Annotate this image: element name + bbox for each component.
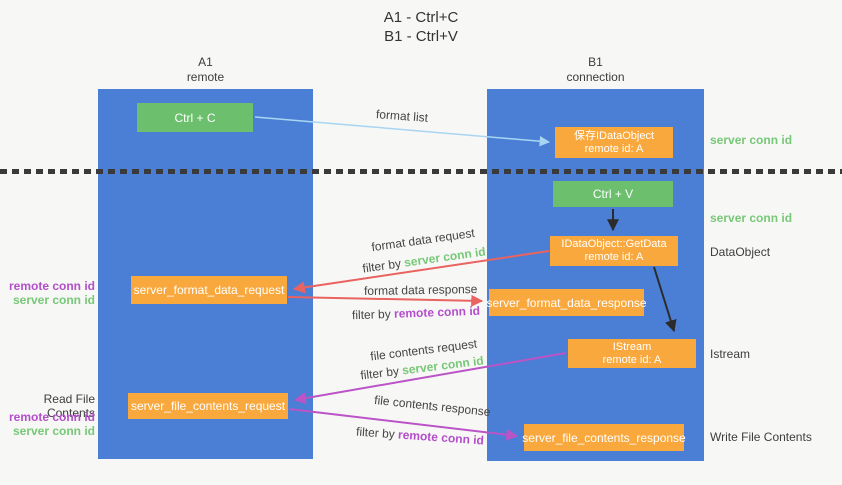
ctrl-v-box: Ctrl + V (553, 181, 673, 207)
idataobject-getdata-line2: remote id: A (584, 251, 644, 263)
title-line-1: A1 - Ctrl+C (383, 9, 459, 26)
right-column-header: B1 connection (487, 55, 704, 85)
server-format-data-response-box: server_format_data_response (486, 289, 647, 316)
ctrl-c-label: Ctrl + C (174, 110, 216, 125)
format-server-conn-id-label: server conn id (12, 293, 95, 307)
server-file-contents-request-label: server_file_contents_request (130, 399, 286, 413)
istream-line1: IStream (612, 340, 652, 353)
server-conn-id-top-label: server conn id (710, 133, 793, 147)
save-idataobject-line1: 保存IDataObject (573, 129, 655, 142)
filter-by-text: filter by (355, 424, 399, 442)
left-column-header: A1 remote (98, 55, 313, 85)
remote-conn-id-text: remote conn id (393, 303, 481, 321)
idataobject-getdata-box: IDataObject::GetData remote id: A (550, 236, 678, 266)
ctrl-c-box: Ctrl + C (137, 103, 253, 132)
format-data-response-label: format data response (363, 282, 478, 298)
file-contents-response-label: file contents response (373, 392, 492, 420)
server-conn-id-mid-label: server conn id (710, 211, 793, 225)
ctrl-v-label: Ctrl + V (592, 187, 634, 201)
dataobject-label: DataObject (710, 245, 771, 259)
idataobject-getdata-line1: IDataObject::GetData (561, 238, 667, 250)
server-format-data-request-label: server_format_data_request (133, 283, 285, 297)
save-idataobject-box: 保存IDataObject remote id: A (555, 127, 673, 158)
right-column-role: connection (566, 70, 625, 84)
right-column-name: B1 (588, 55, 603, 69)
filter-by-text: filter by (351, 306, 395, 323)
server-file-contents-response-label: server_file_contents_response (522, 430, 686, 445)
left-column-role: remote (186, 70, 225, 84)
title-line-2: B1 - Ctrl+V (384, 28, 458, 45)
dashed-divider (0, 169, 842, 174)
server-file-contents-response-box: server_file_contents_response (522, 424, 686, 451)
filter-by-text: filter by (361, 255, 406, 276)
filter-by-text: filter by (359, 363, 404, 383)
format-response-filter-label: filter by remote conn id (352, 304, 480, 322)
file-conn-ids: remote conn id server conn id (0, 410, 95, 438)
file-remote-conn-id-label: remote conn id (8, 410, 95, 424)
istream-line2: remote id: A (602, 353, 662, 366)
istream-box: IStream remote id: A (568, 339, 696, 368)
server-format-data-response-label: server_format_data_response (486, 295, 647, 310)
server-conn-id-text: server conn id (403, 244, 487, 270)
server-file-contents-request-box: server_file_contents_request (128, 393, 288, 419)
server-format-data-request-box: server_format_data_request (131, 276, 287, 304)
file-response-filter-label: filter by remote conn id (356, 425, 485, 448)
read-file-contents-label: Read File Contents (43, 392, 95, 420)
remote-conn-id-text: remote conn id (397, 427, 485, 448)
format-remote-conn-id-label: remote conn id (8, 279, 95, 293)
format-conn-ids: remote conn id server conn id (0, 279, 95, 307)
format-list-label: format list (375, 107, 429, 125)
write-file-contents-label: Write File Contents (710, 430, 812, 444)
left-column-name: A1 (198, 55, 213, 69)
diagram-title: A1 - Ctrl+C B1 - Ctrl+V (0, 8, 842, 46)
file-server-conn-id-label: server conn id (12, 424, 95, 438)
save-idataobject-line2: remote id: A (584, 142, 644, 155)
istream-side-label: Istream (710, 347, 751, 361)
